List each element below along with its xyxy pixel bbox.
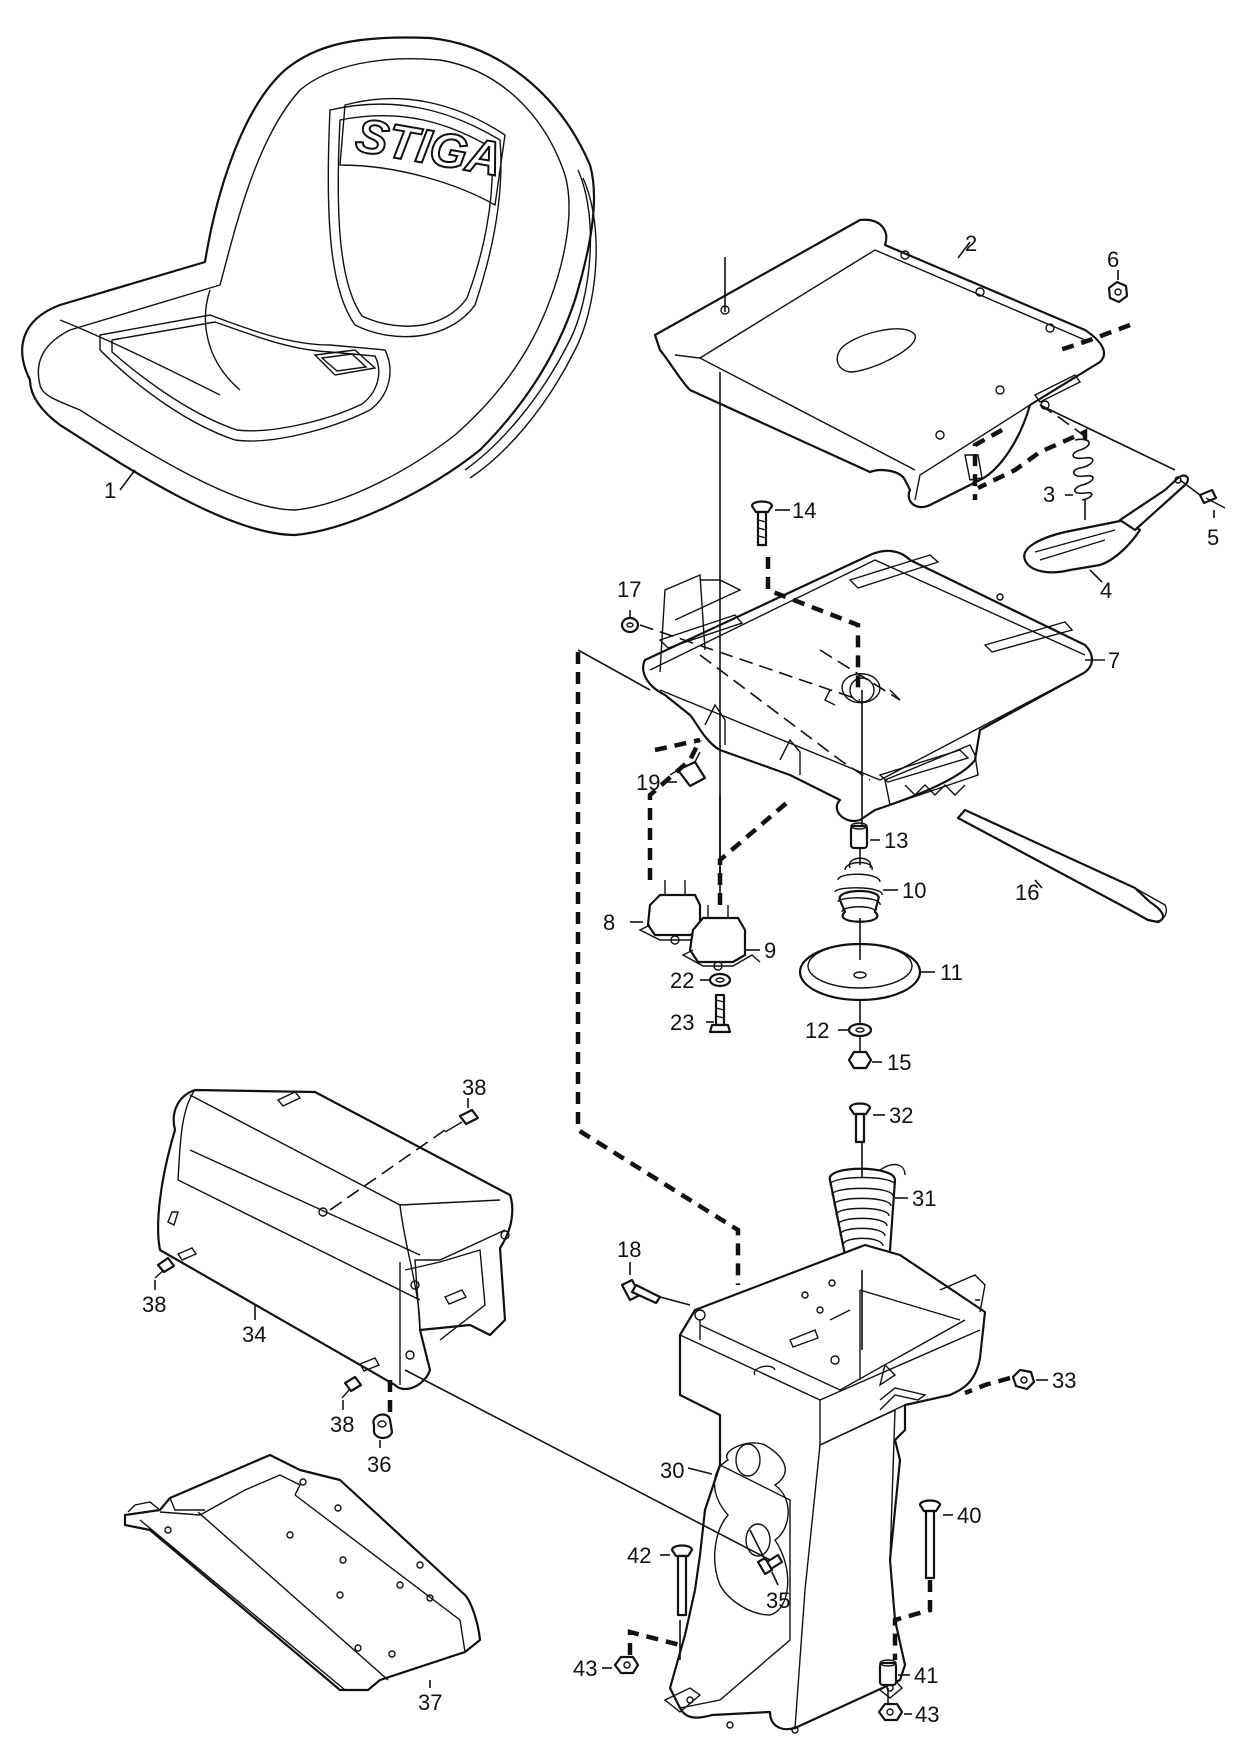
floor-plate-part-37	[123, 1453, 482, 1692]
label-part-31: 31	[912, 1186, 936, 1211]
washer-part-17	[620, 610, 640, 634]
label-part-43-left: 43	[573, 1656, 597, 1681]
label-part-42: 42	[627, 1543, 651, 1568]
label-part-38-left: 38	[142, 1292, 166, 1317]
label-part-32: 32	[889, 1103, 913, 1128]
label-part-33: 33	[1052, 1368, 1076, 1393]
label-part-4: 4	[1100, 578, 1112, 603]
bushing-part-13	[849, 822, 880, 850]
label-part-36: 36	[367, 1452, 391, 1477]
screw-part-23	[706, 993, 732, 1034]
slide-plate-part-7	[642, 549, 1105, 823]
label-part-2: 2	[965, 231, 977, 256]
label-part-17: 17	[617, 577, 641, 602]
pedestal-part-30	[663, 1243, 987, 1734]
label-part-23: 23	[670, 1010, 694, 1035]
screw-part-38c	[341, 1375, 363, 1410]
label-part-19: 19	[636, 770, 660, 795]
label-part-12: 12	[805, 1018, 829, 1043]
label-part-14: 14	[792, 498, 816, 523]
label-part-5: 5	[1207, 525, 1219, 550]
switch-part-9	[681, 905, 761, 971]
bolt-part-14	[750, 500, 790, 547]
label-part-40: 40	[957, 1503, 981, 1528]
lever-part-4	[1023, 474, 1189, 583]
label-part-35: 35	[766, 1588, 790, 1613]
label-part-11: 11	[940, 960, 963, 985]
cover-part-34	[157, 1088, 514, 1391]
bolt-part-40	[918, 1499, 953, 1580]
nut-part-15	[847, 1050, 882, 1070]
washer-part-22	[700, 972, 732, 988]
label-part-15: 15	[887, 1050, 911, 1075]
label-part-1: 1	[104, 478, 116, 503]
assembly-lines	[329, 257, 1201, 1704]
screw-part-5	[1198, 488, 1226, 518]
label-part-13: 13	[884, 828, 908, 853]
label-part-38-mid: 38	[330, 1412, 354, 1437]
clip-part-19	[665, 751, 707, 788]
part-number-labels: 1 2 3 4 5 6 7 8 9 10 11 12 13 14 15 16 1…	[104, 231, 1219, 1727]
label-part-8: 8	[603, 910, 615, 935]
washer-plate-part-11	[798, 942, 935, 1002]
switch-part-8	[630, 880, 706, 945]
screw-part-38a	[444, 1098, 480, 1133]
screw-part-35	[756, 1553, 784, 1586]
label-part-41: 41	[914, 1663, 938, 1688]
nut-part-33	[1011, 1368, 1048, 1391]
spring-part-3	[1065, 438, 1094, 501]
label-part-34: 34	[242, 1322, 266, 1347]
seat-part-1: STIGA	[21, 36, 597, 537]
label-part-16: 16	[1015, 880, 1039, 905]
label-part-38-top: 38	[462, 1075, 486, 1100]
label-part-30: 30	[660, 1458, 684, 1483]
bolt-part-42	[660, 1544, 694, 1617]
label-part-7: 7	[1108, 648, 1120, 673]
label-part-37: 37	[418, 1690, 442, 1715]
label-part-18: 18	[617, 1237, 641, 1262]
nut-part-43b	[877, 1702, 912, 1722]
label-part-6: 6	[1107, 247, 1119, 272]
seat-plate-part-2	[653, 218, 1106, 509]
washer-part-12	[838, 1022, 873, 1038]
rod-part-16	[956, 808, 1167, 924]
label-part-22: 22	[670, 968, 694, 993]
washer-part-36	[372, 1413, 394, 1448]
screw-part-38b	[154, 1256, 176, 1290]
label-part-43-right: 43	[915, 1702, 939, 1727]
label-part-3: 3	[1043, 482, 1055, 507]
bolt-part-32	[848, 1102, 885, 1144]
spring-part-10	[834, 857, 898, 923]
nut-part-43a	[602, 1655, 640, 1675]
bolt-part-18	[620, 1262, 662, 1305]
bushing-part-41	[878, 1659, 910, 1687]
nut-part-6	[1107, 270, 1129, 304]
label-part-10: 10	[902, 878, 926, 903]
label-part-9: 9	[764, 938, 776, 963]
